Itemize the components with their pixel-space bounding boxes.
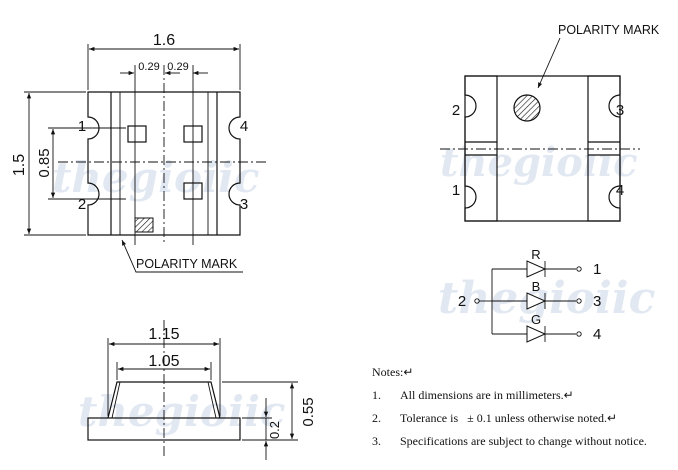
schematic-out-3: 3 (593, 293, 601, 310)
chip-pad-2 (183, 125, 203, 143)
side-base-height-label: 0.2 (267, 421, 282, 439)
inner-height-dimension-label: 0.85 (36, 148, 53, 177)
diode-green-label: G (531, 312, 541, 327)
notes-title: Notes:↵ (372, 365, 414, 379)
diode-green: G 4 (492, 312, 601, 343)
top-view: 1 2 3 4 1.6 0.29 0.29 1.5 0.85 POLARITY … (11, 32, 268, 273)
diode-blue-label: B (532, 279, 541, 294)
bottom-view-pin-2: 2 (452, 102, 460, 119)
diode-blue: B 3 (492, 279, 601, 310)
side-total-height-label: 0.55 (300, 397, 317, 426)
top-view-polarity-label: POLARITY MARK (136, 257, 238, 271)
watermark-top-view: thegioiic (52, 153, 259, 202)
note-text: Specifications are subject to change wit… (400, 434, 647, 448)
watermark-schematic: thegioiic (438, 273, 656, 324)
notes-block: Notes:↵ 1. All dimensions are in millime… (372, 365, 672, 457)
diode-red-label: R (531, 247, 540, 262)
bottom-view-polarity-label: POLARITY MARK (558, 23, 660, 37)
width-dimension-label: 1.6 (153, 32, 175, 49)
pad-spacing-left-label: 0.29 (138, 61, 159, 73)
schematic-common-pin: 2 (458, 293, 466, 310)
top-view-outline (87, 91, 241, 236)
note-item: 1. All dimensions are in millimeters.↵ (372, 388, 672, 411)
chip-pad-1 (127, 125, 147, 143)
polarity-mark-hatched-circle (513, 94, 541, 122)
side-view: 1.15 1.05 0.55 0.2 (87, 320, 317, 460)
note-item: 3. Specifications are subject to change … (372, 434, 672, 457)
watermark-side-view: thegioiic (78, 387, 285, 436)
polarity-mark-hatched-square (134, 217, 154, 233)
schematic-out-4: 4 (593, 326, 601, 343)
bottom-view-pin-3: 3 (616, 102, 624, 119)
schematic-out-1: 1 (593, 261, 601, 278)
bottom-view-pin-4: 4 (616, 182, 624, 199)
side-inner-width-label: 1.05 (148, 353, 179, 370)
top-view-polarity-leader (121, 239, 243, 273)
top-view-pin-3: 3 (240, 196, 248, 213)
note-text: All dimensions are in millimeters.↵ (400, 388, 574, 402)
diode-red: R 1 (492, 247, 601, 278)
top-view-pin-1: 1 (78, 118, 86, 135)
bottom-view-polarity-leader (537, 37, 561, 89)
bottom-view: 2 1 3 4 POLARITY MARK (440, 23, 660, 222)
bottom-pad-left (464, 75, 498, 222)
note-number: 3. (372, 434, 381, 448)
top-view-pin-4: 4 (240, 118, 248, 135)
chip-pad-3 (183, 182, 203, 200)
note-number: 2. (372, 411, 381, 425)
bottom-pad-right (587, 75, 621, 222)
note-number: 1. (372, 388, 381, 402)
note-text: Tolerance is ± 0.1 unless otherwise note… (400, 411, 618, 425)
bottom-view-pin-1: 1 (452, 182, 460, 199)
led-schematic: 2 R 1 B 3 (458, 247, 602, 343)
pad-spacing-right-label: 0.29 (167, 61, 188, 73)
note-item: 2. Tolerance is ± 0.1 unless otherwise n… (372, 411, 672, 434)
top-view-pin-2: 2 (78, 196, 86, 213)
height-dimension-label: 1.5 (11, 154, 28, 176)
side-top-width-label: 1.15 (148, 326, 179, 343)
